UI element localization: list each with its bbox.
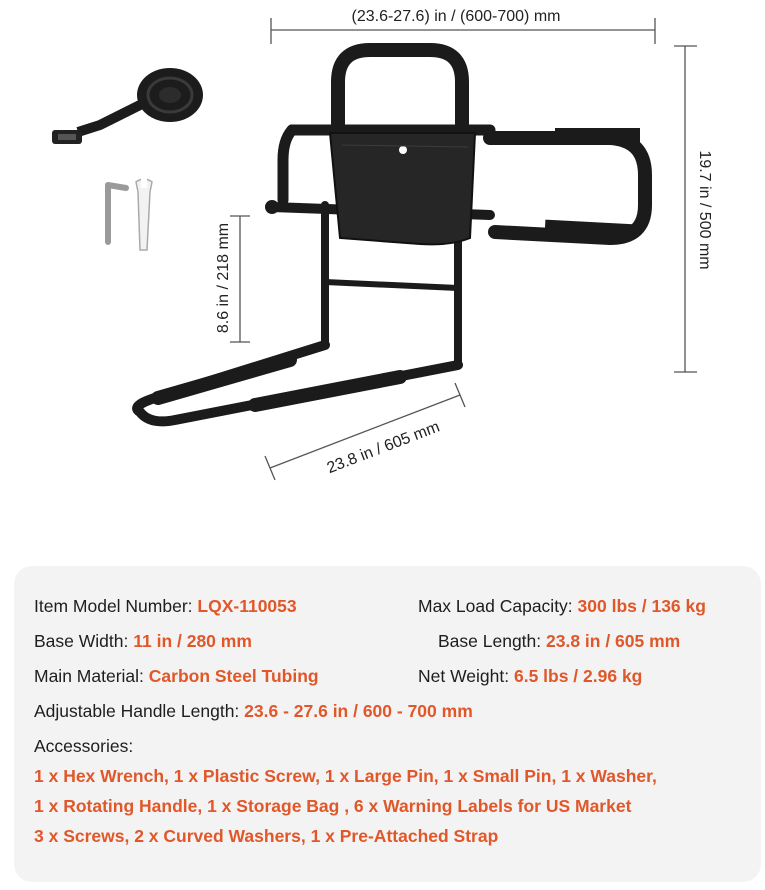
spec-base-width: Base Width: 11 in / 280 mm <box>34 631 252 652</box>
dimension-low-height-label: 8.6 in / 218 mm <box>215 223 232 333</box>
spec-max-load-label: Max Load Capacity: <box>418 596 578 616</box>
spec-base-length-label: Base Length: <box>438 631 546 651</box>
spec-material: Main Material: Carbon Steel Tubing <box>34 666 319 687</box>
spec-net-weight-value: 6.5 lbs / 2.96 kg <box>513 666 643 686</box>
spec-base-width-label: Base Width: <box>34 631 134 651</box>
spec-material-value: Carbon Steel Tubing <box>148 666 319 686</box>
specifications-panel: Item Model Number: LQX-110053 Max Load C… <box>14 566 761 882</box>
spec-base-length-value: 23.8 in / 605 mm <box>546 631 681 651</box>
open-wrench-icon <box>135 178 153 251</box>
dimension-width-label: (23.6-27.6) in / (600-700) mm <box>352 8 561 25</box>
spec-model-label: Item Model Number: <box>34 596 198 616</box>
spec-net-weight: Net Weight: 6.5 lbs / 2.96 kg <box>418 666 642 687</box>
spec-handle-length: Adjustable Handle Length: 23.6 - 27.6 in… <box>34 701 473 722</box>
spec-handle-length-label: Adjustable Handle Length: <box>34 701 245 721</box>
spec-material-label: Main Material: <box>34 666 149 686</box>
spec-max-load-value: 300 lbs / 136 kg <box>577 596 706 616</box>
dimension-height-line <box>674 45 697 373</box>
dimension-base-label: 23.8 in / 605 mm <box>325 419 442 478</box>
dimension-height-label: 19.7 in / 500 mm <box>696 150 713 269</box>
accessories-line-3: 3 x Screws, 2 x Curved Washers, 1 x Pre-… <box>34 826 499 846</box>
product-illustration: (23.6-27.6) in / (600-700) mm 19.7 in / … <box>52 8 713 481</box>
spec-model-value: LQX-110053 <box>197 596 297 616</box>
accessories-line-2: 1 x Rotating Handle, 1 x Storage Bag , 6… <box>34 796 632 816</box>
dimension-base-line <box>264 382 466 481</box>
accessories-line-1: 1 x Hex Wrench, 1 x Plastic Screw, 1 x L… <box>34 766 657 786</box>
spec-base-length: Base Length: 23.8 in / 605 mm <box>438 631 680 652</box>
spec-net-weight-label: Net Weight: <box>418 666 514 686</box>
accessories-heading: Accessories: <box>34 736 134 756</box>
spec-max-load: Max Load Capacity: 300 lbs / 136 kg <box>418 596 706 617</box>
hex-wrench-icon <box>105 182 129 245</box>
storage-bag <box>328 132 477 246</box>
spec-handle-length-value: 23.6 - 27.6 in / 600 - 700 mm <box>244 701 473 721</box>
dimension-width-line <box>270 18 656 44</box>
dimension-low-height-line <box>230 215 250 343</box>
strap-roll-icon <box>52 68 203 144</box>
spec-model: Item Model Number: LQX-110053 <box>34 596 297 617</box>
spec-base-width-value: 11 in / 280 mm <box>133 631 252 651</box>
